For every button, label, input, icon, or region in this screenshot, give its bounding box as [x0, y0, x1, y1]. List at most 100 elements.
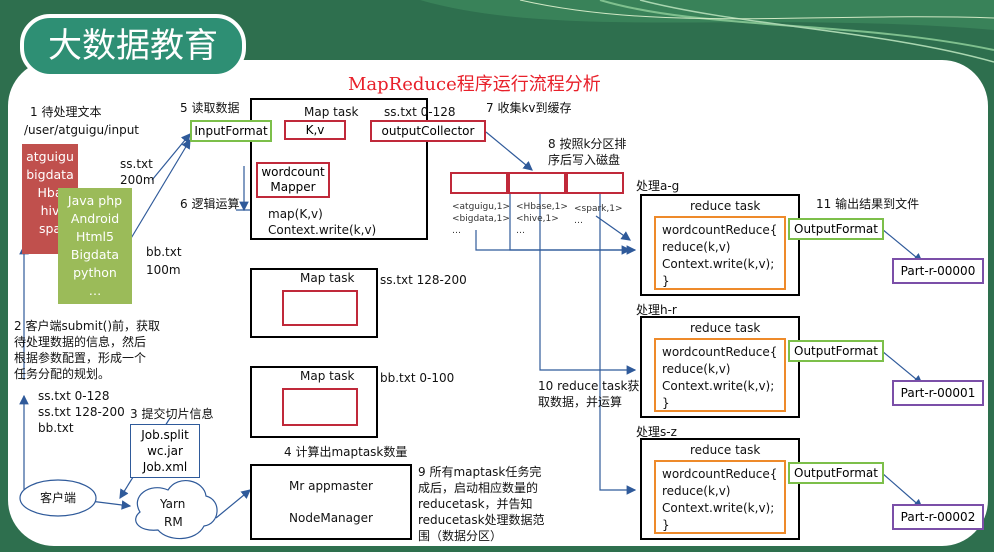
slide-title: 大数据教育 — [48, 26, 218, 66]
output-format-1: OutputFormat — [788, 218, 884, 240]
title-pill — [20, 14, 246, 78]
step7-label: 7 收集kv到缓存 — [486, 101, 572, 115]
job-file: Job.xml — [142, 460, 188, 474]
file-line: Html5 — [76, 229, 114, 244]
step2-line: 待处理数据的信息，然后 — [14, 335, 147, 349]
reduce-1-range: 处理a-g — [636, 179, 680, 193]
kv-pair: … — [574, 216, 583, 226]
mapper-line: wordcount — [261, 165, 325, 179]
code-line: reduce(k,v) — [662, 484, 731, 498]
header-decoration — [420, 0, 994, 63]
code-line: wordcountReduce{ — [662, 345, 778, 359]
job-file: wc.jar — [147, 444, 183, 458]
file-line: Android — [70, 211, 120, 226]
ss-file-size: 200m — [120, 173, 155, 187]
yarn-label: Yarn — [160, 497, 186, 511]
bb-file-name: bb.txt — [146, 245, 182, 259]
code-line: reduce(k,v) — [662, 362, 731, 376]
step9-line: 成后，启动相应数量的 — [418, 481, 539, 495]
map-task-1-title: Map task — [304, 105, 359, 119]
code-line: Context.write(k,v); — [662, 501, 775, 515]
step9-line: reducetask处理数据范 — [418, 513, 545, 527]
part-file-3: Part-r-00002 — [892, 504, 984, 530]
partition-cell-2 — [508, 172, 566, 194]
map-task-3-title: Map task — [300, 369, 355, 383]
mapper-line: Mapper — [270, 180, 316, 194]
kv-pair: <atguigu,1> — [452, 202, 511, 212]
code-line: reduce(k,v) — [662, 240, 731, 254]
partition-cell-3 — [566, 172, 624, 194]
map-task-2-range: ss.txt 128-200 — [380, 273, 467, 287]
reduce-1-code: wordcountReduce{ reduce(k,v) Context.wri… — [654, 216, 786, 290]
kv-pair: … — [516, 226, 525, 236]
map-task-2-inner — [282, 290, 358, 326]
step2-line: 2 客户端submit()前，获取 — [14, 319, 161, 333]
step9-line: reducetask，并告知 — [418, 497, 533, 511]
output-format-2: OutputFormat — [788, 340, 884, 362]
code-line: Context.write(k,v); — [662, 257, 775, 271]
input-file-green: Java php Android Html5 Bigdata python … — [58, 188, 132, 304]
step10-line: 10 reduce task获 — [538, 379, 640, 393]
kv-pair: <hive,1> — [516, 214, 559, 224]
code-line: } — [662, 518, 670, 532]
wordcount-mapper-box: wordcount Mapper — [256, 162, 330, 198]
reduce-3-title: reduce task — [690, 443, 761, 457]
job-file: Job.split — [141, 428, 189, 442]
step1-label: 1 待处理文本 — [30, 105, 102, 119]
kv-pair: … — [452, 226, 461, 236]
reduce-2-range: 处理h-r — [636, 303, 677, 317]
part-file-1: Part-r-00000 — [892, 258, 984, 284]
file-line: spa — [38, 221, 62, 236]
kv-box: K,v — [284, 120, 346, 140]
rm-label: RM — [164, 515, 183, 529]
kv-pair: <Hbase,1> — [516, 202, 568, 212]
step1-path: /user/atguigu/input — [24, 123, 140, 137]
step11-label: 11 输出结果到文件 — [816, 197, 920, 211]
reduce-2-code: wordcountReduce{ reduce(k,v) Context.wri… — [654, 338, 786, 412]
partition-cell-1 — [450, 172, 508, 194]
kv-pair: <spark,1> — [574, 204, 623, 214]
kv-pair: <bigdata,1> — [452, 214, 510, 224]
file-line: Bigdata — [70, 247, 120, 262]
code-line: } — [662, 396, 670, 410]
split-line: ss.txt 0-128 — [38, 389, 110, 403]
file-line: hiv — [40, 203, 60, 218]
master-line: Mr appmaster — [288, 479, 373, 493]
reduce-2-title: reduce task — [690, 321, 761, 335]
code-line: } — [662, 274, 670, 288]
step6-label: 6 逻辑运算 — [180, 197, 240, 211]
app-master-box: Mr appmaster NodeManager — [250, 464, 412, 540]
step9-line: 围（数据分区） — [418, 529, 503, 543]
bb-file-size: 100m — [146, 263, 181, 277]
code-line: wordcountReduce{ — [662, 467, 778, 481]
file-line: Java php — [67, 193, 123, 208]
step3-label: 3 提交切片信息 — [130, 407, 214, 421]
split-line: ss.txt 128-200 — [38, 405, 125, 419]
step8-line: 序后写入磁盘 — [548, 153, 621, 167]
file-line: Hba — [37, 185, 63, 200]
output-collector-box: outputCollector — [370, 120, 486, 142]
input-format-box: InputFormat — [190, 120, 272, 142]
map-task-2-title: Map task — [300, 271, 355, 285]
step2-line: 任务分配的规划。 — [14, 367, 111, 381]
map-task-3-range: bb.txt 0-100 — [380, 371, 455, 385]
client-label: 客户端 — [40, 491, 77, 505]
step9-line: 9 所有maptask任务完 — [418, 465, 542, 479]
map-code-line: Context.write(k,v) — [268, 223, 377, 237]
job-files-box: Job.split wc.jar Job.xml — [130, 424, 200, 478]
step4-label: 4 计算出maptask数量 — [284, 445, 408, 459]
step10-line: 取数据，并运算 — [538, 395, 623, 409]
step2-line: 根据参数配置，形成一个 — [14, 351, 147, 365]
map-code-line: map(K,v) — [268, 207, 323, 221]
master-line: NodeManager — [289, 511, 373, 525]
reduce-3-range: 处理s-z — [636, 425, 677, 439]
split-line: bb.txt — [38, 421, 74, 435]
reduce-1-title: reduce task — [690, 199, 761, 213]
output-format-3: OutputFormat — [788, 462, 884, 484]
file-line: … — [88, 283, 102, 298]
file-line: atguigu — [26, 149, 74, 164]
diagram-title: MapReduce程序运行流程分析 — [348, 74, 601, 95]
file-line: python — [73, 265, 117, 280]
code-line: wordcountReduce{ — [662, 223, 778, 237]
ss-file-name: ss.txt — [120, 157, 153, 171]
